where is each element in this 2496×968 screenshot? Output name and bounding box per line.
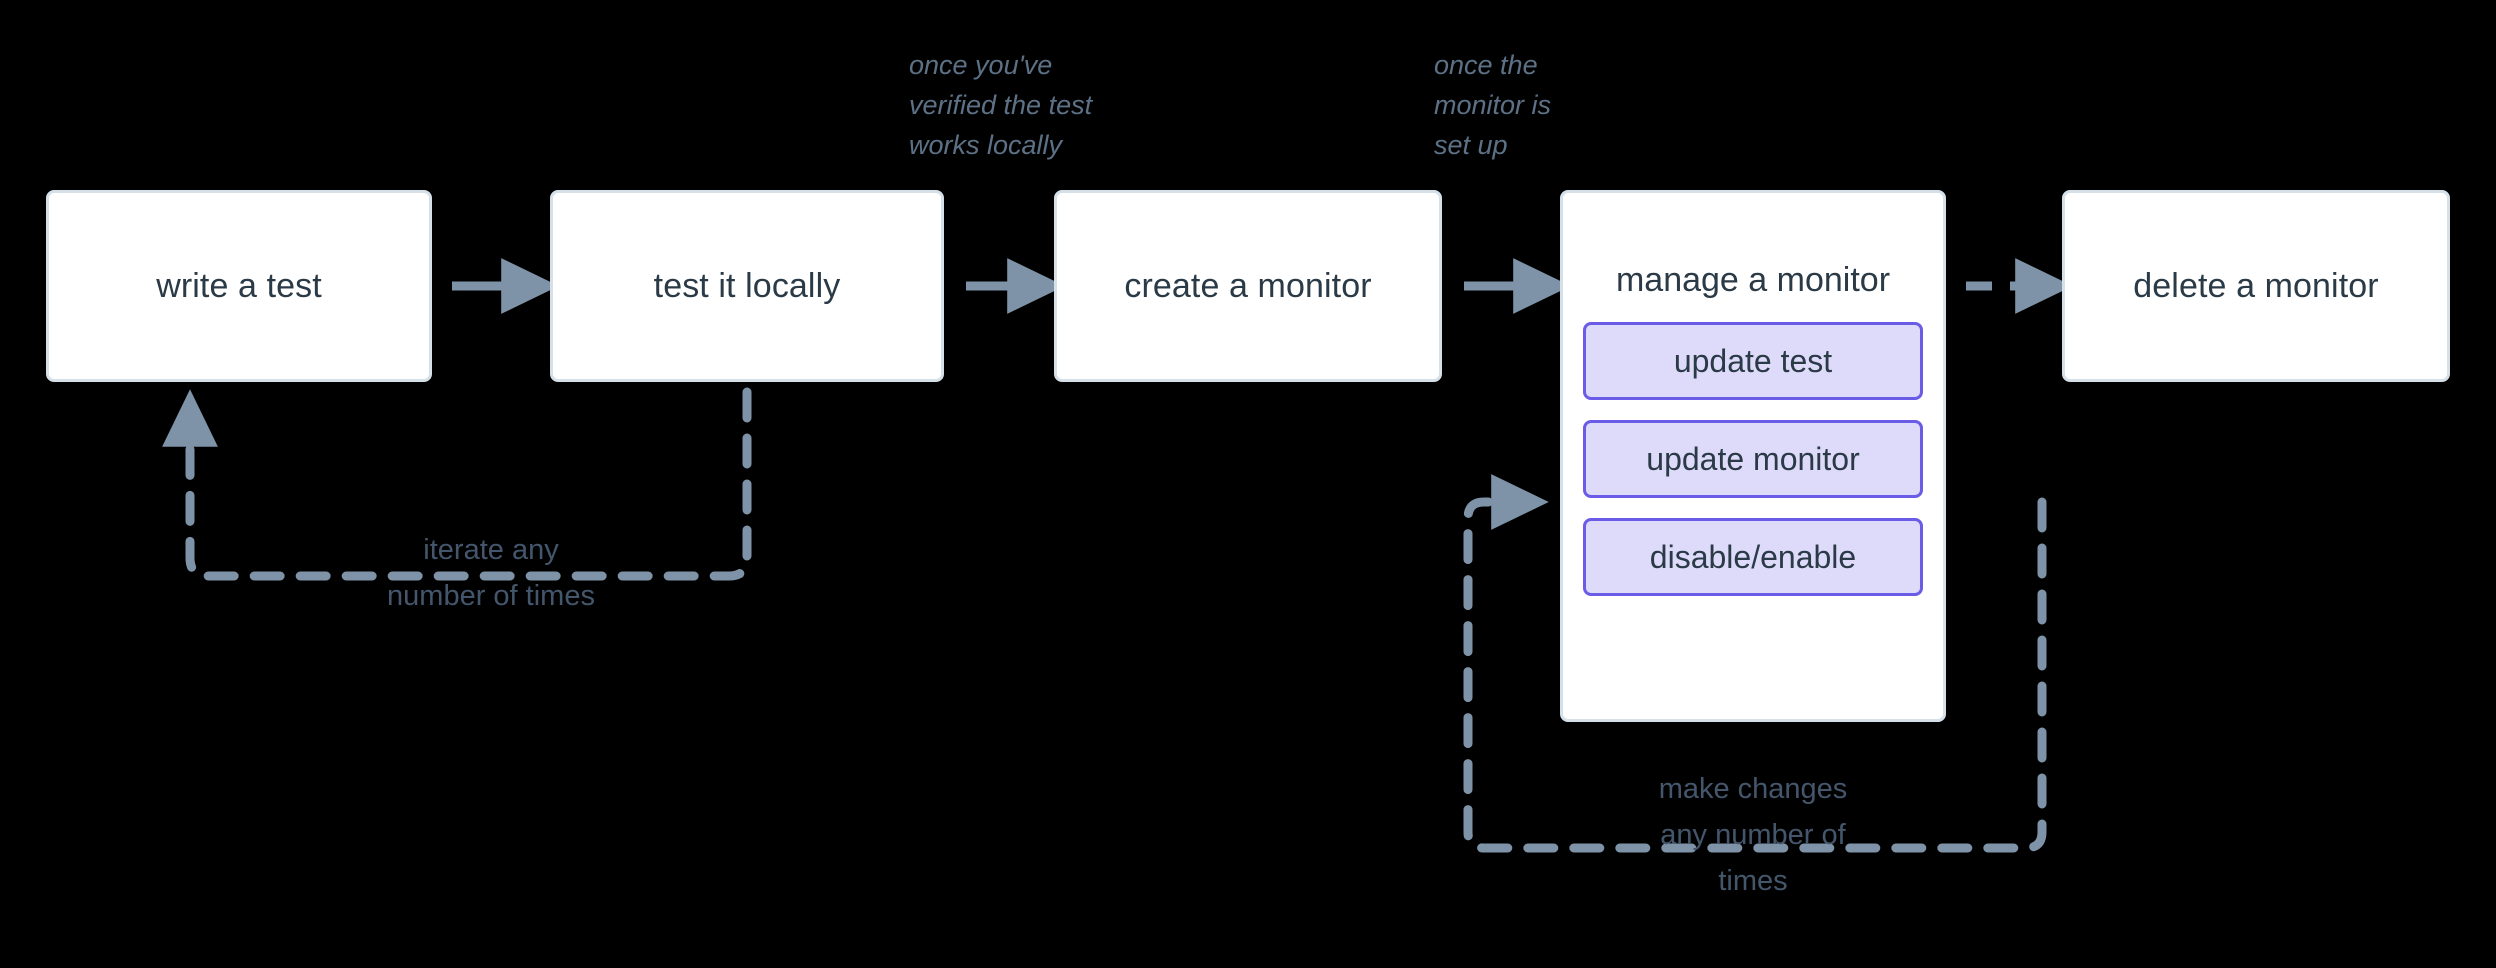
- note-once-monitor-set-up: once the monitor is set up: [1434, 50, 1552, 160]
- note-once-verified-works-locally: once you've verified the test works loca…: [909, 50, 1093, 160]
- node-delete-a-monitor[interactable]: delete a monitor: [2062, 190, 2450, 382]
- sub-node-disable-enable[interactable]: disable/enable: [1583, 518, 1923, 596]
- node-label: create a monitor: [1124, 266, 1372, 305]
- group-title: manage a monitor: [1615, 261, 1891, 299]
- sub-node-label: update monitor: [1646, 440, 1860, 477]
- node-test-it-locally[interactable]: test it locally: [550, 190, 944, 382]
- node-manage-a-monitor[interactable]: manage a monitor update test update moni…: [1560, 190, 1946, 722]
- sub-node-update-monitor[interactable]: update monitor: [1583, 420, 1923, 498]
- node-write-a-test[interactable]: write a test: [46, 190, 432, 382]
- edge-label-make-changes-any-number-of-times: make changes any number of times: [1658, 773, 1848, 897]
- node-label: delete a monitor: [2133, 266, 2379, 305]
- node-label: test it locally: [653, 266, 841, 305]
- node-create-a-monitor[interactable]: create a monitor: [1054, 190, 1442, 382]
- sub-node-label: disable/enable: [1649, 538, 1857, 575]
- node-label: write a test: [156, 266, 322, 305]
- edge-label-iterate-any-number-of-times: iterate any number of times: [387, 534, 595, 612]
- sub-node-update-test[interactable]: update test: [1583, 322, 1923, 400]
- sub-node-label: update test: [1673, 342, 1833, 379]
